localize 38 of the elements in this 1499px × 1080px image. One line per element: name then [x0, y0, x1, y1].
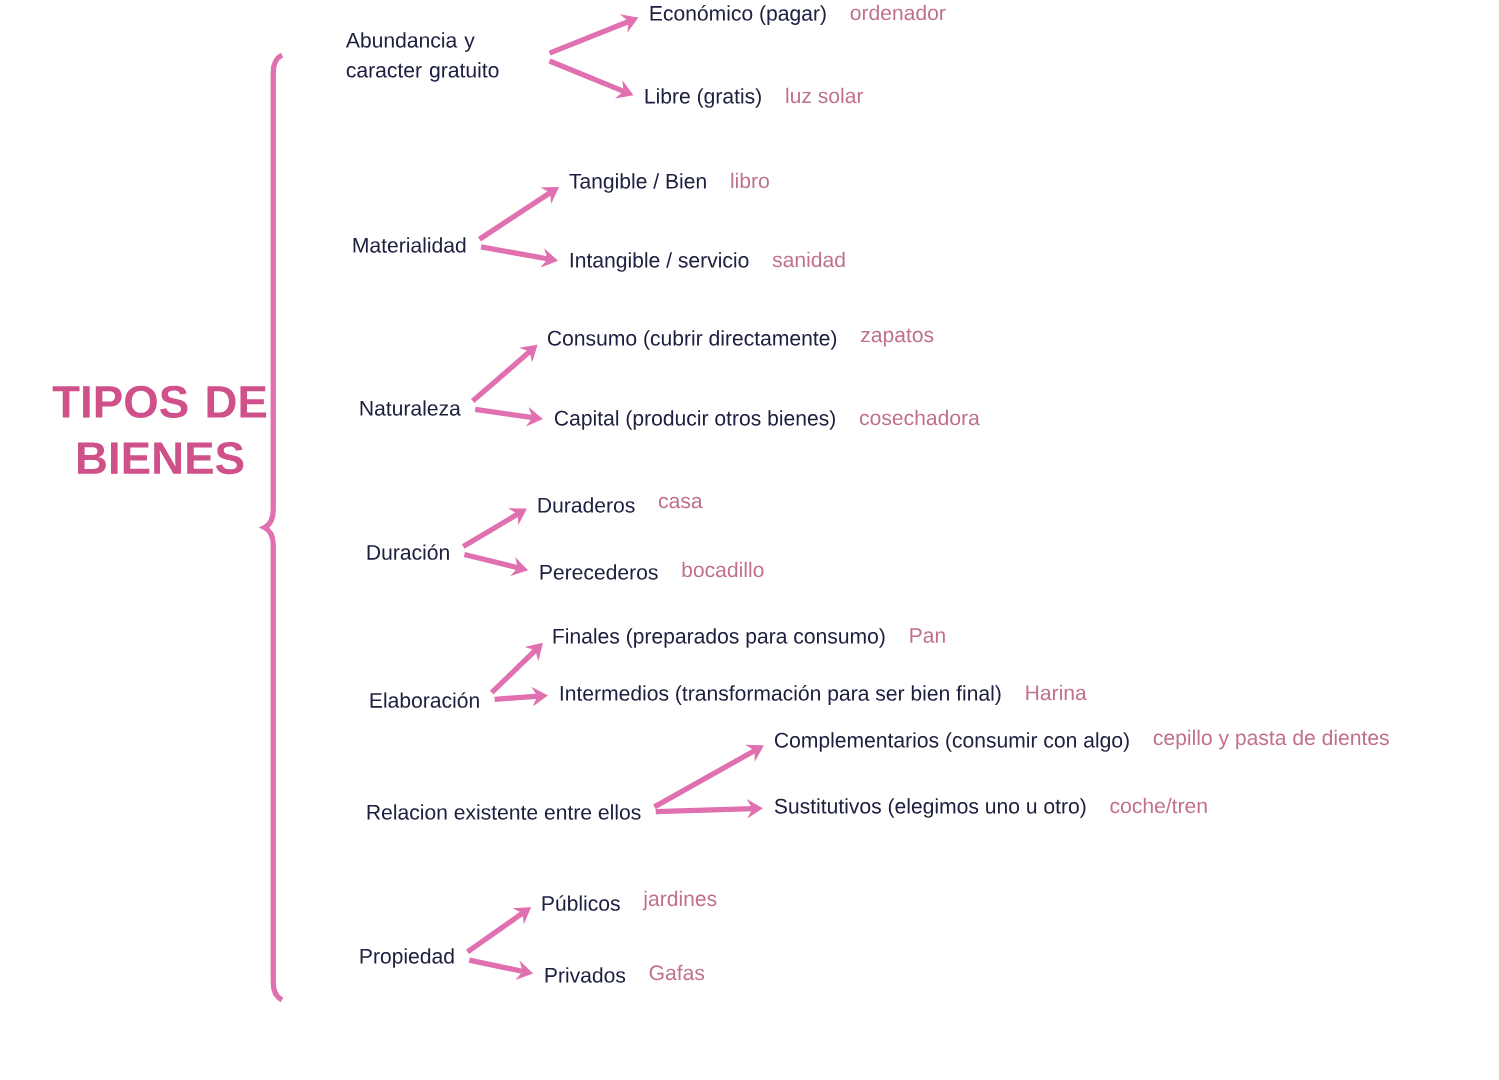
category-text: Duración	[367, 544, 449, 560]
example-text: casa	[658, 496, 703, 509]
example-text: cosechadora	[859, 409, 980, 426]
item-text: Capital (producir otros bienes)	[554, 410, 835, 430]
item-text: Sustitutivos (elegimos uno u otro)	[774, 798, 1086, 818]
item-text: Libre (gratis)	[645, 88, 761, 108]
example-text: libro	[731, 172, 769, 189]
category-text: Propiedad	[360, 948, 454, 968]
category-text: Elaboración	[370, 692, 479, 708]
example-text: Pan	[910, 628, 945, 643]
example-text: ordenador	[850, 4, 946, 21]
arrow	[470, 344, 538, 404]
item-text: Consumo (cubrir directamente)	[547, 330, 837, 350]
example-text: cepillo y pasta de dientes	[1153, 729, 1389, 750]
example-text: coche/tren	[1110, 797, 1207, 814]
arrow	[461, 508, 527, 549]
example-text: Harina	[1026, 684, 1087, 701]
item-text: Económico (pagar)	[650, 5, 826, 25]
example-text: bocadillo	[682, 561, 764, 578]
item-text: Públicos	[542, 895, 620, 911]
example-text: sanidad	[772, 251, 845, 268]
item-text: Intangible / servicio	[570, 252, 749, 272]
item-text: Intermedios (transformación para ser bien final)	[560, 685, 1001, 705]
item-text: Tangible / Bien	[569, 173, 706, 193]
item-text: Perecederos	[540, 564, 658, 580]
item-text: Finales (preparados para consumo)	[553, 628, 885, 648]
item-text: Duraderos	[538, 497, 635, 513]
example-text: luz solar	[786, 87, 864, 104]
category-text: Materialidad	[353, 237, 466, 253]
item-text: Complementarios (consumir con algo)	[774, 732, 1129, 752]
category-text: Relacion existente entre ellos	[367, 804, 641, 820]
title: TIPOS DE BIENES	[52, 385, 267, 475]
category-text: Abundancia y caracter gratuito	[345, 32, 499, 82]
example-text: jardines	[642, 890, 717, 911]
category-text: Naturaleza	[360, 400, 461, 416]
example-text: zapatos	[861, 328, 934, 347]
example-text: Gafas	[649, 964, 705, 981]
item-text: Privados	[545, 967, 626, 983]
